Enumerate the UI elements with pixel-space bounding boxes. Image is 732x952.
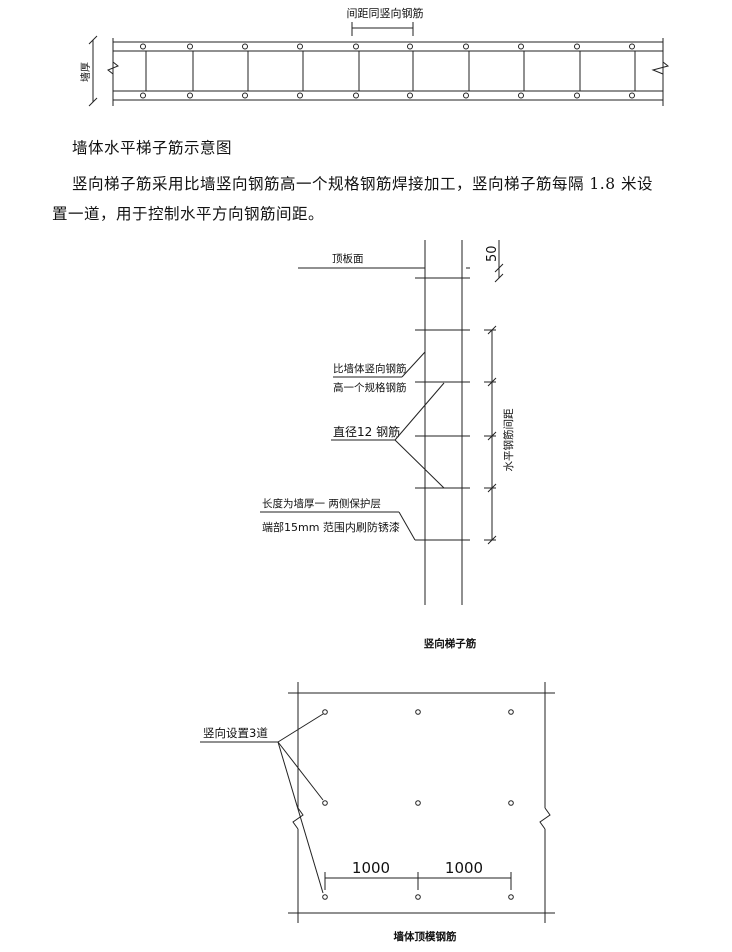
paragraph-line-1: 竖向梯子筋采用比墙竖向钢筋高一个规格钢筋焊接加工，竖向梯子筋每隔 1.8 米设 — [72, 175, 654, 193]
rebar-dot — [415, 894, 421, 900]
rebar-dot — [629, 43, 635, 50]
dim-1000-right: 1000 — [445, 859, 483, 877]
label-a2: 高一个规格钢筋 — [333, 381, 407, 394]
rebar-dot — [518, 92, 524, 99]
caption-vertical-ladder: 竖向梯子筋 — [424, 637, 477, 650]
rebar-dot — [574, 43, 580, 50]
caption-top-form: 墙体顶模钢筋 — [394, 930, 457, 943]
vertical-count-label: 竖向设置3道 — [203, 726, 268, 740]
rebar-dot — [242, 43, 248, 50]
rebar-dot — [508, 800, 514, 806]
rebar-dot — [629, 92, 635, 99]
dim-side-label: 水平钢筋间距 — [502, 408, 515, 471]
rebar-dot — [508, 709, 514, 715]
rebar-dot — [415, 709, 421, 715]
rebar-dot — [297, 43, 303, 50]
rebar-dot — [407, 43, 413, 50]
rebar-dot — [140, 92, 146, 99]
rebar-dot — [140, 43, 146, 50]
figure-caption: 墙体水平梯子筋示意图 — [72, 139, 233, 157]
rebar-dot — [463, 43, 469, 50]
thickness-label: 墙厚 — [79, 62, 92, 82]
rebar-dot — [353, 43, 359, 50]
label-b: 直径12 钢筋 — [333, 424, 400, 439]
rebar-dot — [322, 894, 328, 900]
rebar-dot — [407, 92, 413, 99]
rebar-dot — [518, 43, 524, 50]
rebar-dot — [322, 709, 328, 715]
rebar-dot — [242, 92, 248, 99]
rebar-dot — [187, 92, 193, 99]
rebar-dot — [353, 92, 359, 99]
rebar-dot — [574, 92, 580, 99]
top-slab-label: 顶板面 — [332, 252, 364, 265]
label-c1: 长度为墙厚一 两侧保护层 — [262, 497, 381, 510]
rebar-dot — [463, 92, 469, 99]
rebar-dot — [415, 800, 421, 806]
rebar-dot — [322, 800, 328, 806]
paragraph-line-2: 置一道，用于控制水平方向钢筋间距。 — [52, 205, 325, 223]
rebar-dot — [297, 92, 303, 99]
rebar-dot — [187, 43, 193, 50]
label-c2: 端部15mm 范围内刷防锈漆 — [262, 520, 400, 534]
spacing-label: 间距同竖向钢筋 — [347, 6, 424, 20]
dim-1000-left: 1000 — [352, 859, 390, 877]
label-a1: 比墙体竖向钢筋 — [333, 362, 407, 375]
rebar-dot — [508, 894, 514, 900]
dim-top-label: 50 — [485, 245, 500, 262]
